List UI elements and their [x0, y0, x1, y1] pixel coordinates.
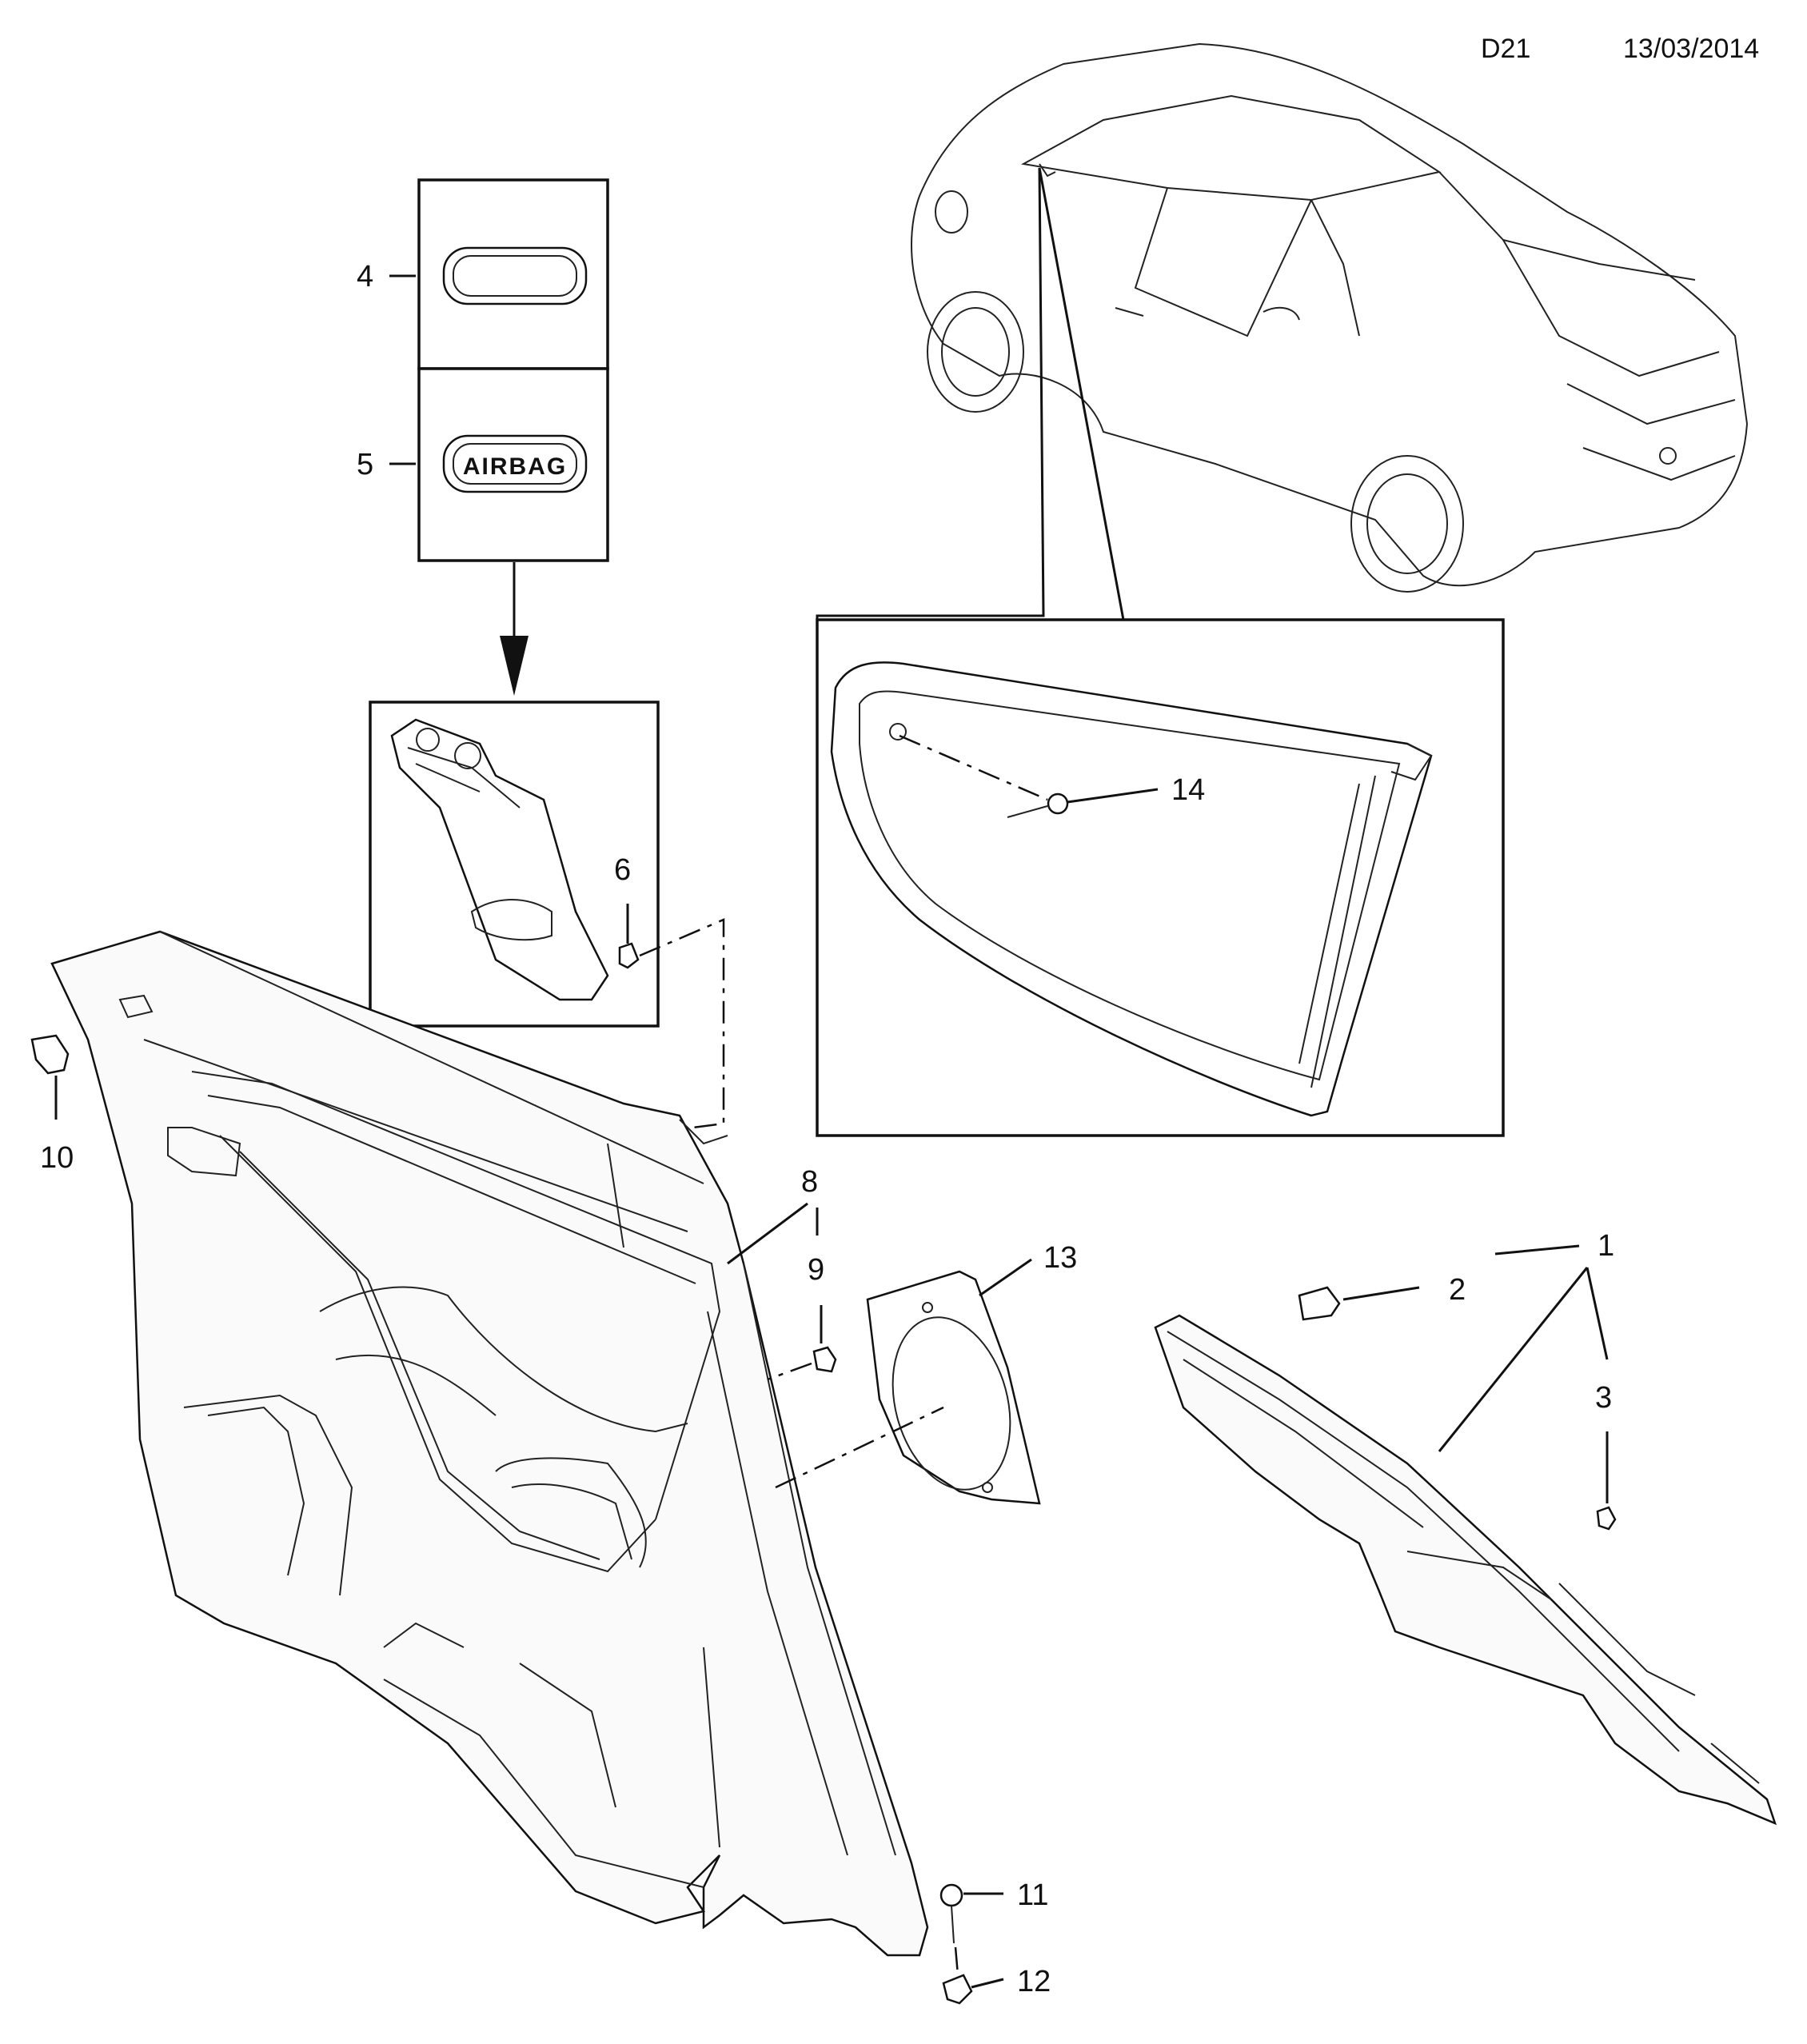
part-11-screw: [939, 1883, 963, 1944]
callout-5: 5: [357, 448, 373, 481]
callout-14: 14: [1171, 773, 1205, 807]
airbag-badge-outer: [442, 434, 588, 493]
cover-alignment-line: [775, 1406, 944, 1489]
airbag-badge-text: AIRBAG: [463, 453, 567, 480]
page-code: D21: [1481, 34, 1530, 64]
callout-4: 4: [357, 260, 373, 293]
callout-12: 12: [1017, 1965, 1051, 1998]
part-6-clip: [618, 942, 640, 969]
callout-2: 2: [1449, 1273, 1466, 1307]
callout-8: 8: [801, 1165, 818, 1199]
car-illustration: [911, 42, 1749, 593]
part-1-pillar-trim: [1154, 1314, 1777, 1826]
pin-alignment-line: [899, 734, 1048, 801]
leader-2: [1342, 1286, 1420, 1301]
quarter-window-glass: [830, 661, 1433, 1117]
blank-badge-inner: [453, 255, 577, 297]
callout-13: 13: [1043, 1241, 1077, 1275]
clip-9-alignment: [767, 1362, 812, 1381]
part-14-pin: [1007, 792, 1069, 818]
arrow-head: [500, 636, 529, 696]
callout-6: 6: [614, 853, 631, 887]
part-13-speaker-cover: [866, 1270, 1041, 1505]
pin-hole: [889, 723, 907, 741]
callout-9: 9: [808, 1253, 824, 1287]
callout-1: 1: [1598, 1229, 1614, 1263]
blank-badge-outer: [442, 246, 588, 305]
leader-8: [727, 1202, 808, 1265]
airbag-badge-inner: [453, 443, 577, 485]
part-9-clip: [812, 1346, 837, 1373]
page-date: 13/03/2014: [1623, 34, 1759, 64]
callout-11: 11: [1017, 1878, 1048, 1912]
leader-1: [1438, 1267, 1589, 1452]
screw-alignment: [954, 1946, 959, 1976]
leader-12: [971, 1978, 1004, 1989]
quarter-trim-panel: [50, 930, 929, 1957]
leader-13: [979, 1258, 1032, 1297]
leader-1-to-3: [1586, 1267, 1609, 1360]
pillar-trim-inset: [390, 718, 609, 1001]
leader-2-to-1: [1494, 1244, 1580, 1256]
part-12-nut: [942, 1974, 973, 2005]
callout-10: 10: [40, 1141, 74, 1175]
part-10-cap: [30, 1034, 70, 1075]
leader-car-to-window-2: [1038, 167, 1503, 621]
part-2-clip: [1298, 1286, 1341, 1321]
part-3-fastener: [1596, 1506, 1617, 1531]
callout-3: 3: [1595, 1381, 1612, 1415]
leader-14: [1067, 788, 1159, 804]
